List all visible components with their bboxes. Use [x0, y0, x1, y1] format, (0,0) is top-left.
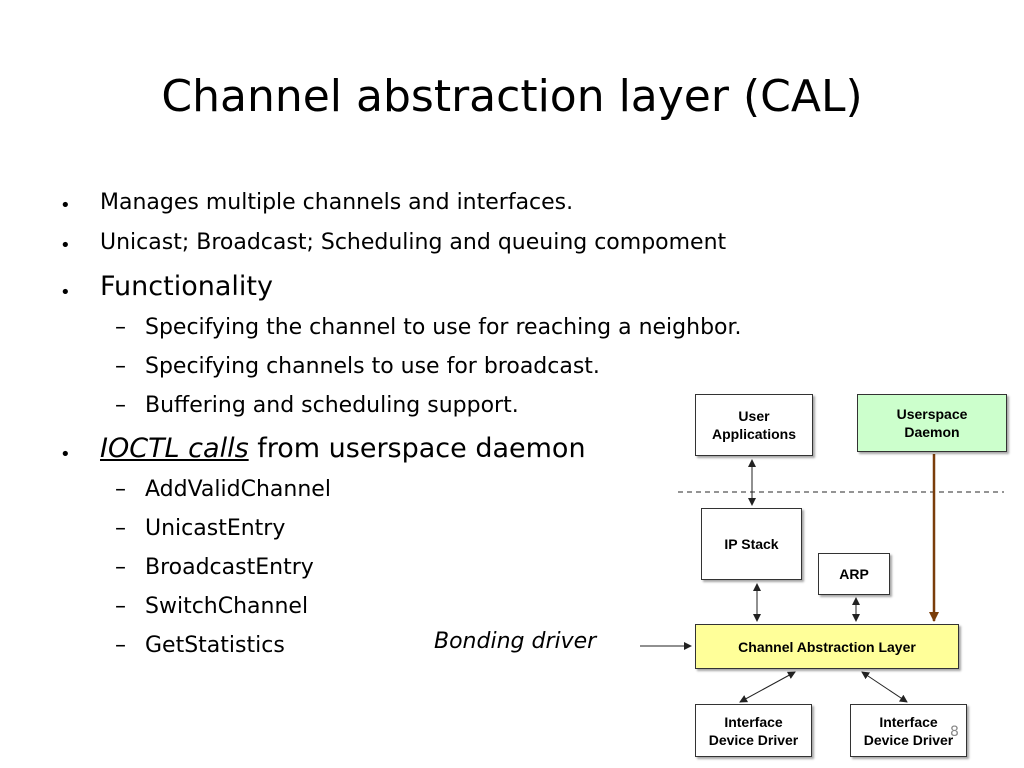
box-label-line: Device Driver: [863, 731, 954, 748]
box-label-line: Interface: [879, 713, 938, 730]
sub-bullet-text: Buffering and scheduling support.: [145, 393, 519, 418]
bullet-text: Unicast; Broadcast; Scheduling and queui…: [100, 230, 727, 255]
sub-bullet-text: SwitchChannel: [145, 594, 309, 619]
arp-box: ARP: [818, 553, 890, 595]
cal-to-driver2-arrow: [861, 671, 908, 703]
cal-to-driver1-arrow: [739, 671, 796, 703]
box-label: IP Stack: [724, 536, 779, 552]
sub-bullet-dash: –: [115, 354, 126, 379]
bullet-dot: •: [60, 195, 71, 216]
sub-bullet-text: BroadcastEntry: [145, 555, 314, 580]
sub-bullet-dash: –: [115, 555, 126, 580]
sub-bullet-text: GetStatistics: [145, 633, 285, 658]
bullet-dot: •: [60, 282, 71, 303]
ioctl-calls-link[interactable]: IOCTL calls: [100, 433, 249, 464]
sub-bullet-text: Specifying the channel to use for reachi…: [145, 315, 742, 340]
box-label: Channel Abstraction Layer: [738, 638, 916, 655]
slide-title: Channel abstraction layer (CAL): [161, 71, 863, 122]
bullet-text: Manages multiple channels and interfaces…: [100, 190, 574, 215]
ip-stack-box: IP Stack: [701, 508, 802, 580]
bullet-text-rest: from userspace daemon: [248, 433, 586, 464]
bullet-dot: •: [60, 444, 71, 465]
page-number: 8: [950, 724, 959, 740]
bullet-text: Functionality: [100, 271, 273, 302]
sub-bullet-dash: –: [115, 633, 126, 658]
sub-bullet-dash: –: [115, 477, 126, 502]
box-label-line: User: [738, 408, 770, 424]
sub-bullet-text: UnicastEntry: [145, 516, 286, 541]
box-label-line: Applications: [711, 426, 796, 442]
sub-bullet-dash: –: [115, 315, 126, 340]
sub-bullet-dash: –: [115, 516, 126, 541]
sub-bullet-text: Specifying channels to use for broadcast…: [145, 354, 600, 379]
box-label-line: Interface: [724, 713, 783, 730]
box-label: ARP: [839, 566, 869, 582]
box-label-line: Device Driver: [708, 731, 799, 748]
bullet-text: IOCTL calls from userspace daemon: [100, 433, 586, 465]
sub-bullet-text: AddValidChannel: [145, 477, 331, 502]
box-label-line: Userspace: [896, 406, 968, 422]
sub-bullet-dash: –: [115, 393, 126, 418]
bullet-dot: •: [60, 235, 71, 256]
bonding-driver-label: Bonding driver: [434, 629, 597, 654]
box-label-line: Daemon: [904, 424, 960, 440]
sub-bullet-dash: –: [115, 594, 126, 619]
channel-abstraction-layer-box: Channel Abstraction Layer: [695, 624, 959, 669]
